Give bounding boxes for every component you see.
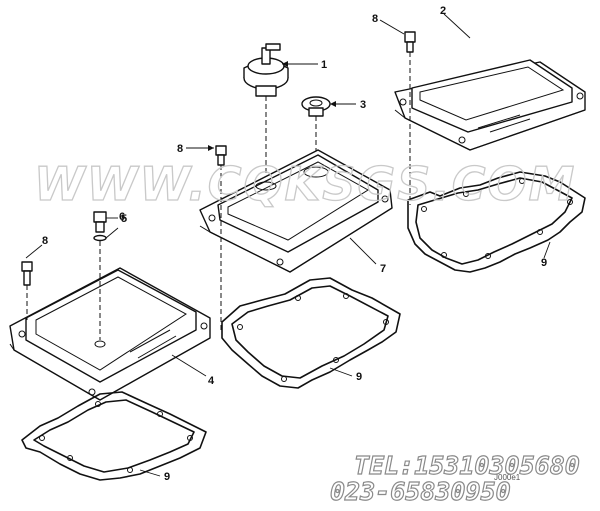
contact-tel: TEL:15310305680 <box>354 451 580 480</box>
gasket-9-left <box>21 391 207 481</box>
callout-2: 2 <box>440 5 446 17</box>
watermark-text: WWW.CQKSGS.COM <box>34 157 576 211</box>
callout-9-right: 9 <box>541 257 547 269</box>
bolt-8-left <box>21 261 33 320</box>
reference-code: J000e1 <box>494 473 521 482</box>
callout-6: 6 <box>119 211 125 223</box>
callout-8-middle: 8 <box>177 143 183 155</box>
callout-7: 7 <box>380 263 386 275</box>
callout-1: 1 <box>321 59 327 71</box>
arrow-head <box>208 145 214 151</box>
arrow-head <box>282 61 288 67</box>
callout-8-left: 8 <box>42 235 48 247</box>
gasket-9-middle <box>221 277 401 389</box>
gasket-9-right <box>407 171 586 273</box>
arrow-head <box>330 101 336 107</box>
cover-7 <box>199 149 393 273</box>
callout-9-middle: 9 <box>356 371 362 383</box>
bolt-8-top-right <box>404 31 416 205</box>
filler-cap-1 <box>243 43 289 175</box>
callout-3: 3 <box>360 99 366 111</box>
contact-phone: 023-65830950 <box>330 477 511 506</box>
callout-4: 4 <box>208 375 215 387</box>
callout-9-left: 9 <box>164 471 170 483</box>
leader-lines <box>25 13 551 477</box>
cover-2 <box>394 59 586 151</box>
bolt-8-middle <box>215 145 227 330</box>
callout-5: 5 <box>121 213 127 225</box>
callout-8-top: 8 <box>372 13 378 25</box>
breather-5 <box>93 211 107 340</box>
cover-4 <box>9 267 211 401</box>
